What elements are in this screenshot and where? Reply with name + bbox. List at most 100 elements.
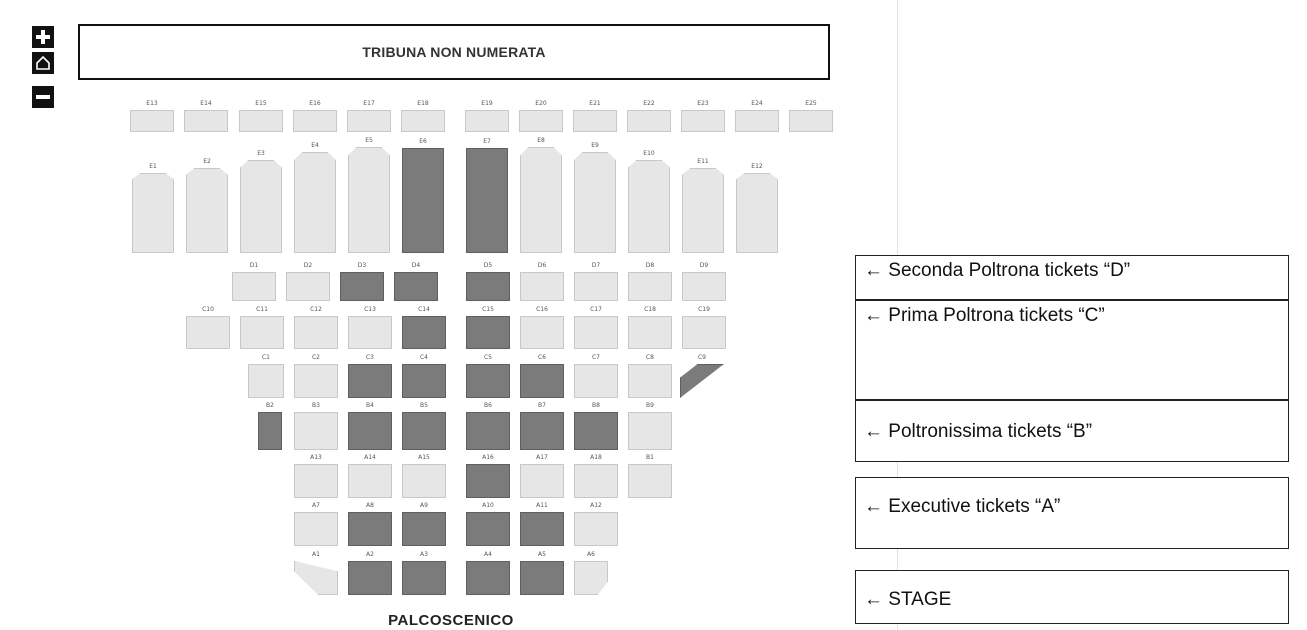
seat-e18[interactable]	[401, 110, 445, 132]
seat-a7[interactable]	[294, 512, 338, 546]
seat-e16[interactable]	[293, 110, 337, 132]
seat-c7[interactable]	[574, 364, 618, 398]
seat-label: D7	[591, 262, 601, 269]
seat-e7[interactable]	[466, 148, 508, 253]
seat-c6[interactable]	[520, 364, 564, 398]
seat-c5[interactable]	[466, 364, 510, 398]
seat-e13[interactable]	[130, 110, 174, 132]
seat-d1[interactable]	[232, 272, 276, 301]
seat-b4[interactable]	[348, 412, 392, 450]
seat-label: D5	[483, 262, 493, 269]
seat-b3[interactable]	[294, 412, 338, 450]
zoom-out-button[interactable]	[32, 86, 54, 108]
seat-d4[interactable]	[394, 272, 438, 301]
seat-c1[interactable]	[248, 364, 284, 398]
seat-label: E15	[255, 100, 267, 107]
seat-c17[interactable]	[574, 316, 618, 349]
seat-a10[interactable]	[466, 512, 510, 546]
seat-e25[interactable]	[789, 110, 833, 132]
seat-b5[interactable]	[402, 412, 446, 450]
seat-d7[interactable]	[574, 272, 618, 301]
zoom-in-button[interactable]	[32, 26, 54, 48]
seat-e17[interactable]	[347, 110, 391, 132]
seat-c16[interactable]	[520, 316, 564, 349]
seat-a3[interactable]	[402, 561, 446, 595]
seat-a18[interactable]	[574, 464, 618, 498]
seat-e1[interactable]	[132, 173, 174, 253]
seat-a6[interactable]	[574, 561, 608, 595]
seat-e11[interactable]	[682, 168, 724, 253]
seat-d9[interactable]	[682, 272, 726, 301]
seat-e2[interactable]	[186, 168, 228, 253]
seat-a17[interactable]	[520, 464, 564, 498]
seat-e23[interactable]	[681, 110, 725, 132]
seat-c11[interactable]	[240, 316, 284, 349]
seat-c4[interactable]	[402, 364, 446, 398]
seat-b9[interactable]	[628, 412, 672, 450]
seat-c15[interactable]	[466, 316, 510, 349]
seat-c9[interactable]	[680, 364, 724, 398]
seat-label: D6	[537, 262, 547, 269]
seat-e21[interactable]	[573, 110, 617, 132]
seat-a12[interactable]	[574, 512, 618, 546]
seat-e10[interactable]	[628, 160, 670, 253]
seat-label: B7	[538, 402, 546, 409]
seat-e24[interactable]	[735, 110, 779, 132]
seat-b8[interactable]	[574, 412, 618, 450]
seat-label: C9	[697, 354, 706, 361]
seat-label: C7	[591, 354, 600, 361]
seat-a16[interactable]	[466, 464, 510, 498]
seat-b6[interactable]	[466, 412, 510, 450]
seat-e14[interactable]	[184, 110, 228, 132]
legend-stage: ← STAGE	[855, 570, 1289, 624]
seat-d5[interactable]	[466, 272, 510, 301]
seat-c2[interactable]	[294, 364, 338, 398]
seat-c19[interactable]	[682, 316, 726, 349]
seat-c8[interactable]	[628, 364, 672, 398]
seat-label: C8	[645, 354, 654, 361]
seat-b7[interactable]	[520, 412, 564, 450]
home-button[interactable]	[32, 52, 54, 74]
seat-c13[interactable]	[348, 316, 392, 349]
seat-c3[interactable]	[348, 364, 392, 398]
seat-c18[interactable]	[628, 316, 672, 349]
seat-e6[interactable]	[402, 148, 444, 253]
seat-label: E24	[751, 100, 763, 107]
seat-a8[interactable]	[348, 512, 392, 546]
seat-e9[interactable]	[574, 152, 616, 253]
seat-e4[interactable]	[294, 152, 336, 253]
seat-a14[interactable]	[348, 464, 392, 498]
seat-label: A16	[482, 454, 494, 461]
seat-label: E3	[257, 150, 265, 157]
seat-d3[interactable]	[340, 272, 384, 301]
seat-d8[interactable]	[628, 272, 672, 301]
seat-e5[interactable]	[348, 147, 390, 253]
seat-a1[interactable]	[294, 561, 338, 595]
seat-a13[interactable]	[294, 464, 338, 498]
seat-label: A1	[312, 551, 320, 558]
seat-d6[interactable]	[520, 272, 564, 301]
seat-label: A6	[587, 551, 595, 558]
seat-c12[interactable]	[294, 316, 338, 349]
seat-label: C17	[590, 306, 602, 313]
seat-b1[interactable]	[628, 464, 672, 498]
seat-c14[interactable]	[402, 316, 446, 349]
seat-a4[interactable]	[466, 561, 510, 595]
seat-a5[interactable]	[520, 561, 564, 595]
seat-e20[interactable]	[519, 110, 563, 132]
seat-e22[interactable]	[627, 110, 671, 132]
seat-a15[interactable]	[402, 464, 446, 498]
seat-a11[interactable]	[520, 512, 564, 546]
seat-label: A18	[590, 454, 602, 461]
seat-b2[interactable]	[258, 412, 282, 450]
seat-e3[interactable]	[240, 160, 282, 253]
seat-e12[interactable]	[736, 173, 778, 253]
seat-c10[interactable]	[186, 316, 230, 349]
seat-d2[interactable]	[286, 272, 330, 301]
seat-e19[interactable]	[465, 110, 509, 132]
seat-e15[interactable]	[239, 110, 283, 132]
seat-a9[interactable]	[402, 512, 446, 546]
seat-a2[interactable]	[348, 561, 392, 595]
seat-e8[interactable]	[520, 147, 562, 253]
